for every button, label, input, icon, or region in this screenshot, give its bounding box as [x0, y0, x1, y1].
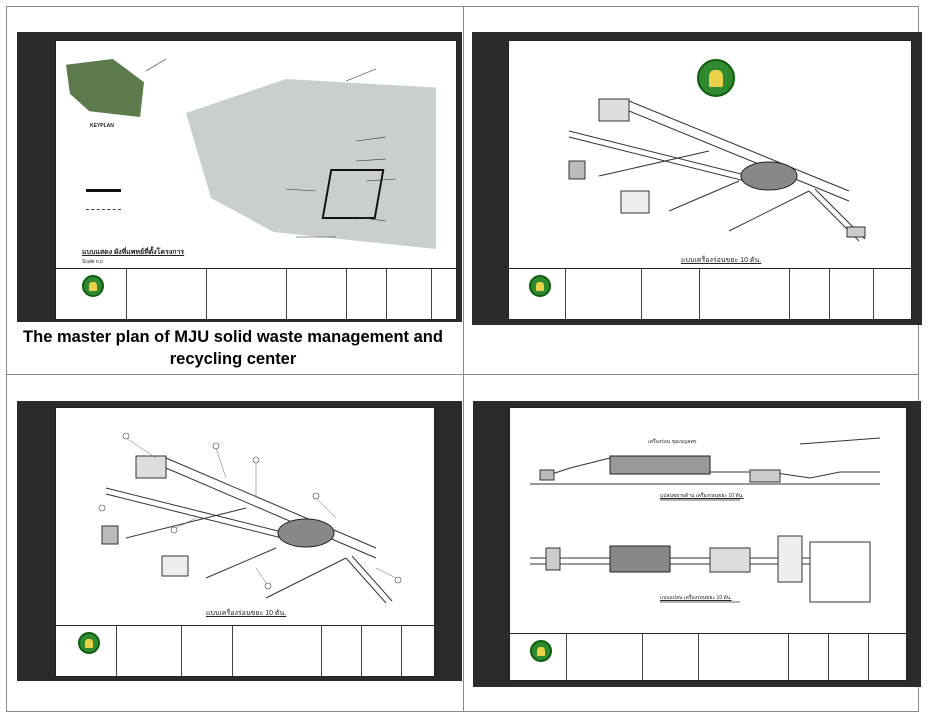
plan-scale: Scale n.o [82, 259, 103, 265]
annotation-leaders [145, 58, 397, 238]
elevation-title: แปลนขยายด้าน เครื่องร่อนขยะ 10 ตัน. [660, 493, 744, 499]
plan-title: แบบแสดง ผังที่แพทย์ที่ตั้งโครงการ [82, 249, 185, 256]
drawing-sheet: KEYPLAN แบบแสดง ผังที่แพทย์ที่ตั้งโครงกา… [55, 40, 457, 320]
annotated-machine-drawing [98, 432, 402, 604]
panel-master-plan: KEYPLAN แบบแสดง ผังที่แพทย์ที่ตั้งโครงกา… [17, 32, 462, 322]
university-logo-small [530, 640, 552, 662]
grid-divider-vertical [463, 7, 464, 711]
panel-screening-machine-plan: เครื่องร่อน ขุมเบญจพร แปลนขยายด้าน เครื่… [473, 401, 921, 687]
title-block [510, 633, 906, 680]
university-logo-small [529, 275, 551, 297]
title-block [509, 268, 911, 319]
drawing-title: แบบเครื่องร่อนขยะ 10 ตัน. [681, 257, 762, 264]
university-logo [82, 275, 104, 297]
panel-screening-machine-isometric: แบบเครื่องร่อนขยะ 10 ตัน. [472, 32, 922, 325]
university-logo-small [78, 632, 100, 654]
image-grid [6, 6, 919, 712]
grid-divider-horizontal [7, 374, 918, 375]
drawing-sheet: แบบเครื่องร่อนขยะ 10 ตัน. [55, 407, 435, 677]
elevation-plan-drawing [530, 437, 881, 603]
university-logo [697, 59, 735, 97]
isometric-machine-drawing [568, 98, 866, 242]
panel-screening-machine-annotated: แบบเครื่องร่อนขยะ 10 ตัน. [17, 401, 462, 681]
legend-line-thick [86, 189, 121, 192]
component-label: เครื่องร่อน ขุมเบญจพร [648, 439, 697, 445]
keyplan-label: KEYPLAN [90, 123, 114, 129]
title-block [56, 268, 456, 319]
plan-title: แบบแปลน เครื่องร่อนขยะ 10 ตัน. [660, 595, 732, 601]
drawing-title: แบบเครื่องร่อนขยะ 10 ตัน. [206, 610, 287, 617]
legend-line-thin [86, 209, 121, 210]
drawing-sheet: แบบเครื่องร่อนขยะ 10 ตัน. [508, 40, 912, 320]
drawing-sheet: เครื่องร่อน ขุมเบญจพร แปลนขยายด้าน เครื่… [509, 407, 907, 681]
title-block [56, 625, 434, 676]
figure-caption: The master plan of MJU solid waste manag… [23, 328, 443, 368]
